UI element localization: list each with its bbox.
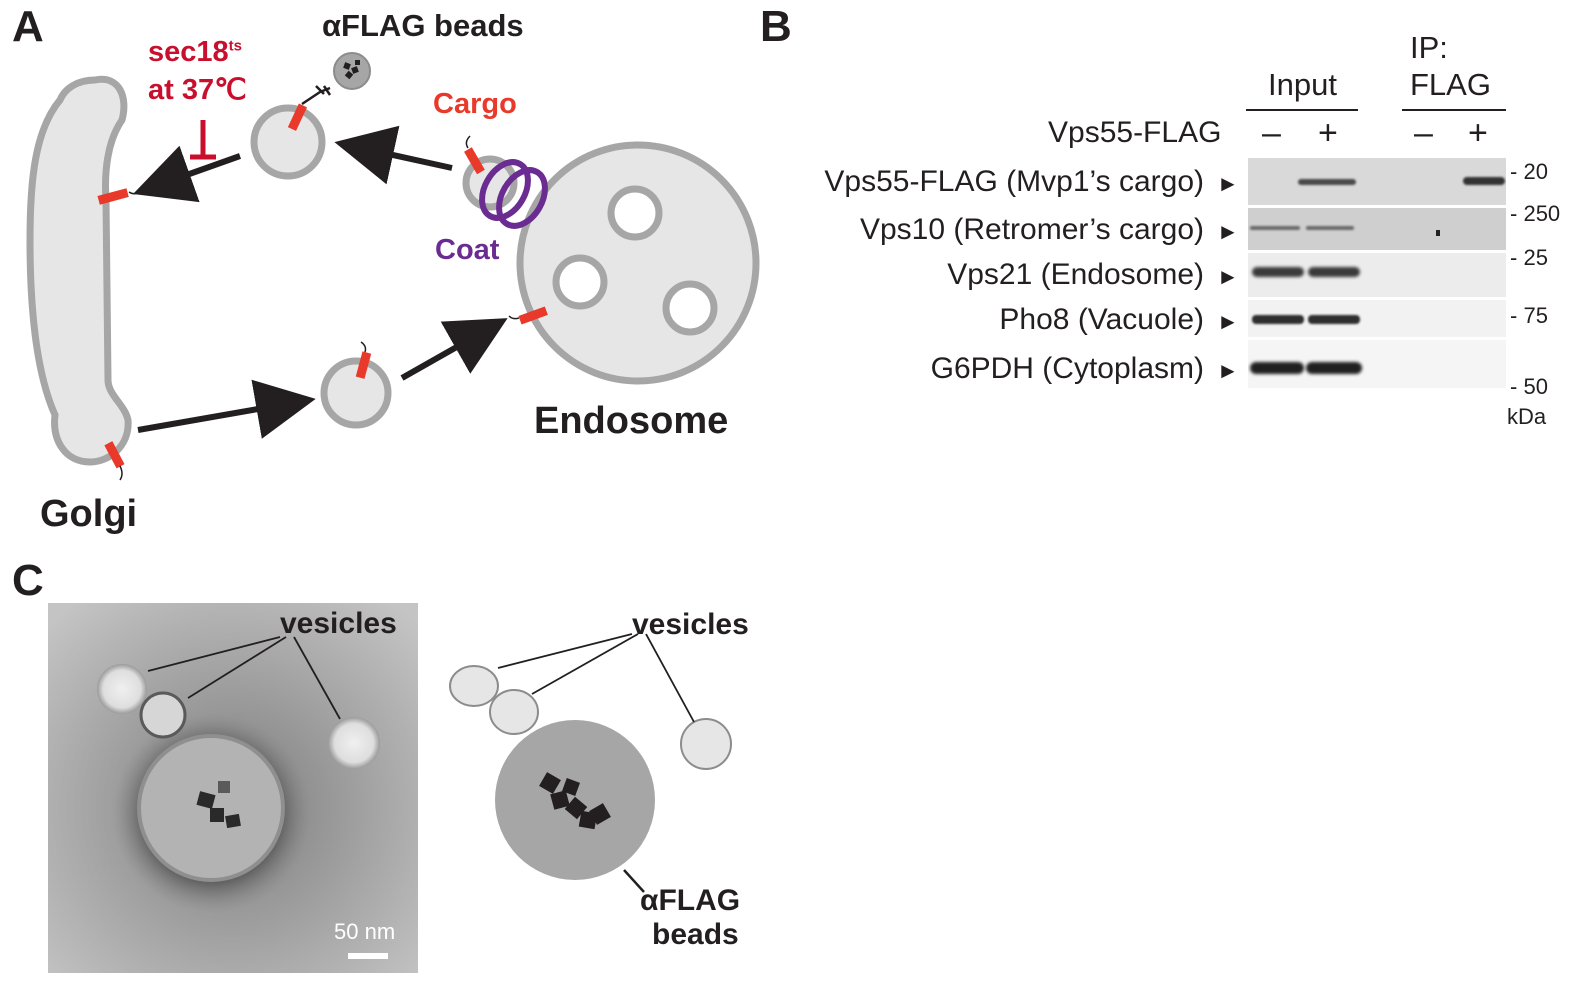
panel-letter-b: B	[760, 2, 792, 51]
endosome-label: Endosome	[534, 400, 729, 442]
released-cargo	[287, 103, 308, 131]
input-underline	[1246, 109, 1358, 111]
scale-bar	[348, 953, 388, 959]
schematic-beads-label-line2: beads	[652, 918, 739, 951]
blot-arrowhead-vps21: ►	[1217, 264, 1239, 289]
ip-header-line2: FLAG	[1410, 67, 1491, 102]
cargo-label: Cargo	[433, 88, 517, 120]
golgi-label: Golgi	[40, 493, 138, 535]
ip-header-line1: IP:	[1410, 30, 1448, 65]
endosome-membrane	[516, 141, 760, 385]
ip-underline	[1402, 109, 1506, 111]
golgi-membrane	[26, 75, 132, 466]
coat-ring-1	[479, 159, 531, 221]
blot-label-pho8: Pho8 (Vacuole)	[999, 303, 1204, 336]
panel-letter-c: C	[12, 556, 44, 605]
lower-cargo	[355, 351, 372, 379]
blot-arrowhead-g6pdh: ►	[1217, 358, 1239, 383]
mw-marker-20: - 20	[1510, 159, 1548, 184]
endosome-cargo	[518, 306, 548, 325]
blot-label-vps55: Vps55-FLAG (Mvp1’s cargo)	[824, 165, 1204, 198]
blot-arrowhead-pho8: ►	[1217, 309, 1239, 334]
golgi-cargo-top	[97, 188, 129, 205]
sec18-label: sec18ts	[148, 36, 242, 69]
schematic-vesicle-3	[680, 718, 732, 770]
flag-bead	[333, 52, 371, 90]
mw-marker-20-value: 20	[1523, 159, 1548, 184]
mw-marker-250-value: 250	[1523, 201, 1561, 226]
mw-marker-25-value: 25	[1523, 245, 1548, 270]
lane-3-sign: –	[1414, 114, 1433, 152]
lane-2-sign: +	[1318, 114, 1338, 152]
schematic-beads-label-line1: αFLAG	[640, 884, 741, 917]
blot-strip-vps10	[1248, 208, 1506, 250]
released-vesicle	[250, 104, 326, 180]
arrow-vesicle-to-golgi	[133, 145, 242, 203]
budding-cargo	[464, 147, 485, 175]
blot-strip-vps21	[1248, 253, 1506, 297]
lower-vesicle	[320, 357, 392, 429]
mw-unit: kDa	[1507, 404, 1547, 429]
arrow-endosome-to-vesicle	[334, 125, 453, 185]
mw-marker-50: - 50	[1510, 374, 1548, 399]
mw-marker-50-value: 50	[1523, 374, 1548, 399]
blot-strip-vps55	[1248, 158, 1506, 205]
panel-letter-a: A	[12, 2, 44, 51]
coat-label: Coat	[435, 234, 500, 266]
golgi-cargo-bottom	[104, 441, 125, 469]
mw-marker-25: - 25	[1510, 245, 1548, 270]
blot-label-vps21: Vps21 (Endosome)	[947, 258, 1204, 291]
em-vesicles-label: vesicles	[280, 607, 397, 640]
blot-arrowhead-vps10: ►	[1217, 219, 1239, 244]
em-micrograph	[48, 603, 418, 973]
arrow-golgi-to-vesicle	[137, 379, 316, 439]
lane-4-sign: +	[1468, 114, 1488, 152]
endosome-ilv-1	[607, 185, 663, 241]
sec18-superscript: ts	[228, 37, 242, 55]
temperature-label: at 37℃	[148, 74, 247, 106]
blot-label-vps10: Vps10 (Retromer’s cargo)	[859, 213, 1204, 246]
beads-label: αFLAG beads	[322, 8, 524, 43]
coat-ring-2	[496, 167, 548, 229]
blot-strip-g6pdh	[1248, 340, 1506, 388]
arrow-vesicle-to-endosome	[400, 318, 508, 381]
schematic-vesicle-1	[449, 665, 499, 707]
panel-a-schematic	[26, 52, 760, 481]
vps55-flag-row-header: Vps55-FLAG	[1048, 116, 1222, 149]
lane-1-sign: –	[1262, 114, 1281, 152]
schematic-vesicles-label: vesicles	[632, 608, 749, 641]
em-schematic	[449, 633, 732, 893]
em-vesicle-2	[139, 691, 187, 739]
mw-marker-250: - 250	[1510, 201, 1561, 226]
mw-marker-75: - 75	[1510, 303, 1548, 328]
schematic-vesicle-2	[489, 689, 539, 735]
endosome-ilv-2	[552, 254, 608, 310]
mw-marker-75-value: 75	[1523, 303, 1548, 328]
sec18-text: sec18	[148, 36, 229, 68]
em-vesicle-3	[328, 717, 380, 769]
scale-bar-label: 50 nm	[334, 919, 396, 944]
em-vesicle-1	[97, 664, 147, 714]
blot-label-g6pdh: G6PDH (Cytoplasm)	[930, 352, 1204, 385]
input-header: Input	[1268, 67, 1337, 102]
blot-strip-pho8	[1248, 300, 1506, 337]
blot-arrowhead-vps55: ►	[1217, 171, 1239, 196]
endosome-ilv-3	[662, 280, 718, 336]
